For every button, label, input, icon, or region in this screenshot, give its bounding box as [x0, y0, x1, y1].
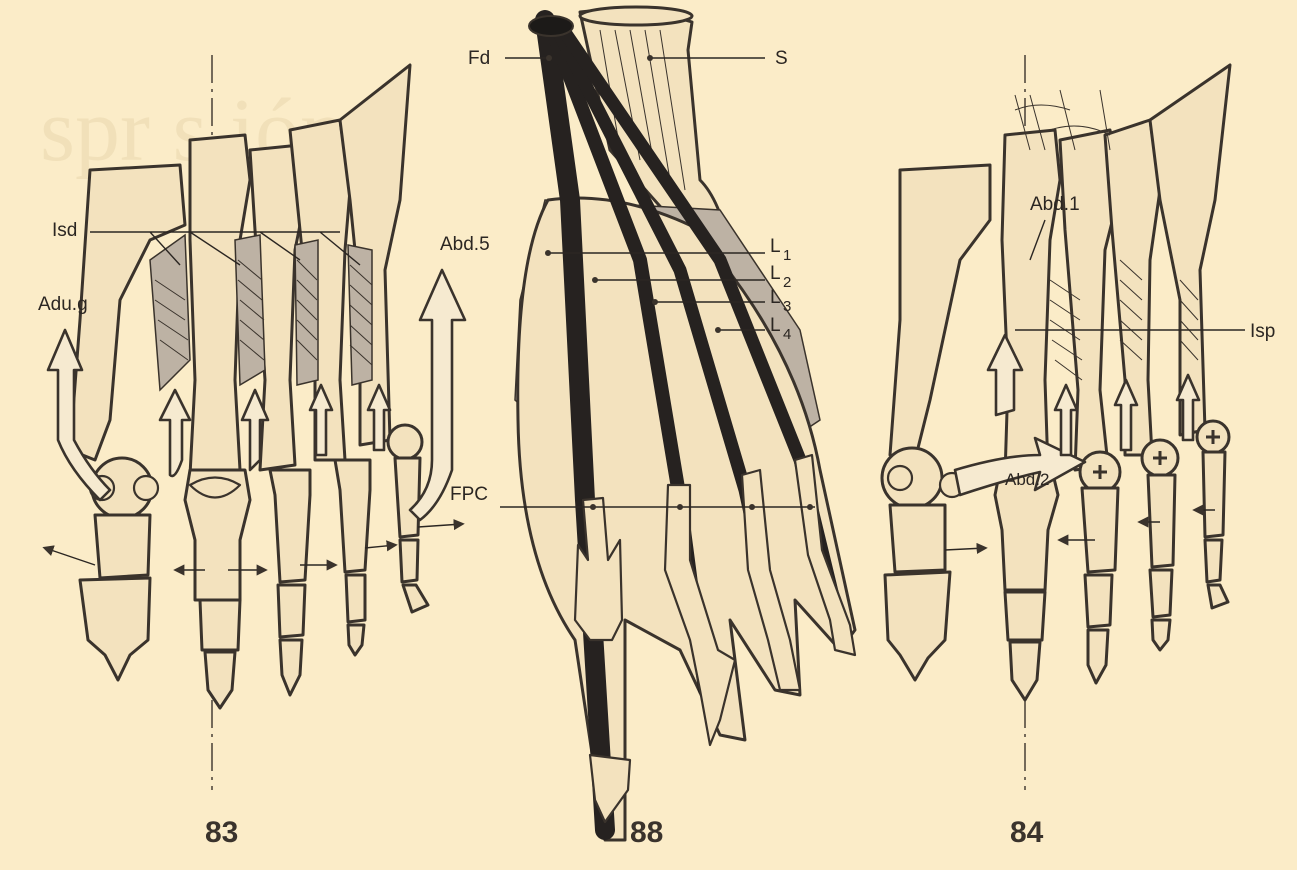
- svg-text:1: 1: [783, 247, 791, 264]
- fig84-digit-5: [1197, 421, 1229, 608]
- fig83-muscle-2: [235, 235, 265, 385]
- fig83-label-adu-g: Adu.g: [38, 294, 88, 315]
- fig84-digit-1: [882, 448, 964, 680]
- fig83-digit-3: [270, 470, 310, 695]
- fig84-bone-2: [1002, 130, 1060, 475]
- svg-text:L: L: [770, 315, 781, 336]
- fig88-label-l1: L 1: [770, 236, 791, 264]
- figure-84: Abd.1 Isp Abd.2 84: [882, 55, 1275, 849]
- figure-number-83: 83: [205, 816, 238, 849]
- fig83-label-isd: Isd: [52, 220, 77, 241]
- fig84-digit-3: [1080, 452, 1120, 683]
- fig88-label-fpc: FPC: [450, 484, 488, 505]
- fig84-small-arrow-1: [945, 548, 985, 550]
- figure-number-84: 84: [1010, 816, 1044, 849]
- figure-number-88: 88: [630, 816, 663, 849]
- fig84-digit-4: [1142, 440, 1178, 650]
- figure-83: Isd Abd.5 Adu.g 83: [38, 55, 490, 849]
- fig84-label-isp: Isp: [1250, 321, 1275, 342]
- fig84-arrow-3: [1055, 385, 1077, 455]
- fig83-arrow-2: [160, 390, 190, 476]
- fig84-digit-2: [995, 470, 1058, 700]
- figure-88: Fd S L 1 L 2 L 3 L 4 FPC 88: [450, 7, 855, 849]
- fig84-bone-1: [890, 165, 990, 460]
- fig83-muscle-1: [150, 235, 190, 390]
- fig88-tendon-s-cut: [580, 7, 692, 25]
- fig88-tendon-fd-cut: [529, 16, 573, 36]
- svg-text:4: 4: [783, 326, 791, 343]
- svg-text:2: 2: [783, 274, 791, 291]
- svg-text:3: 3: [783, 298, 791, 315]
- fig83-small-arrow-1: [45, 548, 95, 565]
- svg-text:L: L: [770, 287, 781, 308]
- fig84-label-abd1: Abd.1: [1030, 194, 1080, 215]
- fig84-label-abd2: Abd.2: [1005, 470, 1049, 489]
- fig88-label-s: S: [775, 48, 788, 69]
- fig83-small-arrow-5: [365, 545, 395, 548]
- fig83-digit-4: [335, 460, 370, 655]
- svg-text:L: L: [770, 236, 781, 257]
- fig83-digit-2: [185, 470, 250, 708]
- fig83-label-abd5: Abd.5: [440, 234, 490, 255]
- fig83-small-arrow-6: [418, 524, 462, 527]
- svg-text:L: L: [770, 263, 781, 284]
- fig88-label-fd: Fd: [468, 48, 490, 69]
